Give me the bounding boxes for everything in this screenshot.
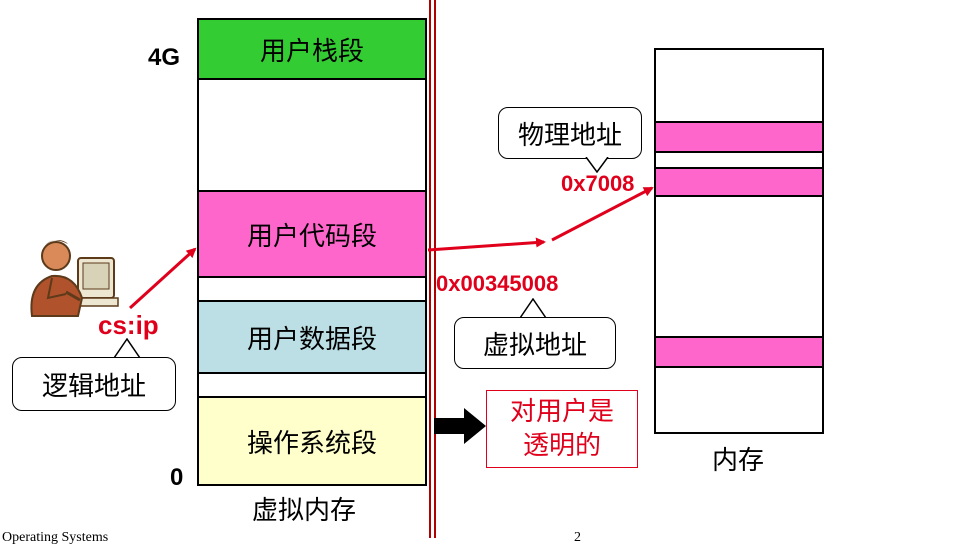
transparent-to-user-note: 对用户是 透明的	[486, 390, 638, 468]
user-code-label: 用户代码段	[246, 221, 377, 252]
block-arrow-right-icon	[434, 408, 486, 444]
physical-page	[654, 336, 824, 368]
os-segment-label: 操作系统段	[246, 428, 377, 459]
logical-to-virtual-arrow	[128, 247, 197, 310]
logical-address-callout: 逻辑地址	[12, 357, 176, 411]
user-data-segment: 用户数据段	[197, 300, 427, 374]
physical-address-callout-pointer	[584, 156, 610, 174]
virtual-address-callout: 虚拟地址	[454, 317, 616, 369]
footer-page-number: 2	[574, 530, 581, 545]
user-stack-segment: 用户栈段	[197, 18, 427, 80]
label-4g: 4G	[148, 44, 181, 71]
physical-memory-caption: 内存	[712, 446, 765, 476]
person-at-computer-icon	[18, 226, 122, 318]
label-zero: 0	[170, 464, 184, 491]
footer-course: Operating Systems	[2, 530, 109, 545]
virtual-gap	[197, 276, 427, 302]
physical-page	[654, 121, 824, 153]
divider-line	[434, 0, 436, 538]
logical-address-callout-pointer	[112, 337, 142, 359]
user-data-label: 用户数据段	[246, 324, 377, 355]
transparent-note-line1: 对用户是	[509, 397, 614, 427]
user-stack-label: 用户栈段	[259, 36, 364, 67]
os-segment: 操作系统段	[197, 396, 427, 486]
physical-page-mapped	[654, 167, 824, 197]
virtual-address-value: 0x00345008	[436, 271, 559, 296]
physical-address-value: 0x7008	[561, 171, 635, 196]
virtual-address-callout-pointer	[518, 297, 548, 319]
virtual-gap	[197, 78, 427, 192]
physical-address-callout: 物理地址	[498, 107, 642, 159]
divider-line	[429, 0, 431, 538]
virtual-memory-caption: 虚拟内存	[252, 496, 357, 526]
physical-memory-block	[654, 48, 824, 434]
user-code-segment: 用户代码段	[197, 190, 427, 278]
virtual-to-linear-arrow	[427, 237, 546, 252]
linear-to-physical-arrow	[551, 186, 654, 242]
cs-ip-label: cs:ip	[98, 310, 159, 340]
transparent-note-line2: 透明的	[522, 431, 601, 461]
